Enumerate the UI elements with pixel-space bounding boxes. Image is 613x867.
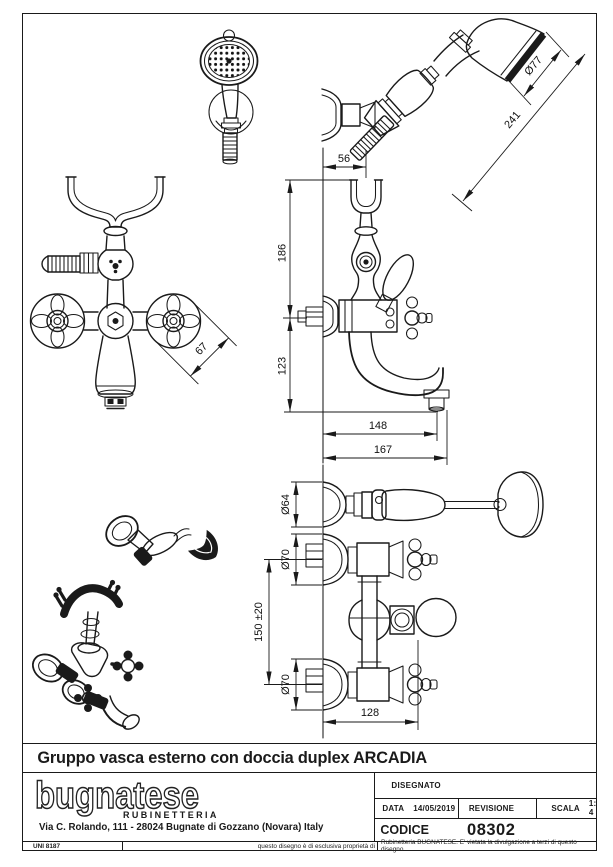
disclaimer-right: Rubinetteria BUGNATESE. E' vietata la di… xyxy=(381,839,577,854)
standard-reference: UNI 8187 xyxy=(23,841,123,851)
dimension-label: 241 xyxy=(502,109,523,131)
brand-cell: bugnatese RUBINETTERIA Via C. Rolando, 1… xyxy=(23,772,376,842)
drawing-title-bar: Gruppo vasca esterno con doccia duplex A… xyxy=(23,743,596,771)
dimension-label: 56 xyxy=(338,153,350,165)
drawing-sheet-frame: Ø77 241 xyxy=(22,13,597,854)
scala-value: 1: 4 xyxy=(588,799,597,818)
fine-print-strip: UNI 8187 questo disegno è di esclusiva p… xyxy=(23,839,596,854)
dimension-label: 186 xyxy=(277,244,289,262)
mixer-side-view: 56 186 123 148 167 xyxy=(277,147,450,465)
revisione-label: REVISIONE xyxy=(468,803,515,813)
disclaimer-left: questo disegno è di esclusiva proprietà … xyxy=(123,841,378,851)
cross-handle-left xyxy=(29,293,86,349)
cross-handle-perspective xyxy=(112,650,144,682)
data-cell: DATA 14/05/2019 xyxy=(375,798,459,818)
brand-logo-text: bugnatese xyxy=(35,775,199,817)
codice-label: CODICE xyxy=(380,823,430,838)
title-block-table: DISEGNATO DATA 14/05/2019 REVISIONE SCAL… xyxy=(375,773,597,842)
dimension-label: 128 xyxy=(361,707,379,719)
drawing-area: Ø77 241 xyxy=(23,14,596,743)
brand-logo-subtext: RUBINETTERIA xyxy=(123,809,219,820)
disegnato-row: DISEGNATO xyxy=(375,773,597,799)
handshower-on-holder-front-view xyxy=(199,29,259,165)
codice-value: 08302 xyxy=(467,820,516,839)
dimension-label: 167 xyxy=(374,444,392,456)
data-revisione-scala-row: DATA 14/05/2019 REVISIONE SCALA 1: 4 xyxy=(375,798,597,819)
cross-handle-right xyxy=(145,293,202,349)
handshower-side-view: Ø77 241 xyxy=(321,18,586,212)
dimension-label: 123 xyxy=(277,357,289,375)
data-value: 14/05/2019 xyxy=(413,803,456,813)
codice-row: CODICE 08302 xyxy=(375,819,596,842)
mixer-plan-view: Ø64 Ø70 Ø70 150 ±20 128 xyxy=(253,464,544,739)
brand-logo: bugnatese xyxy=(34,774,200,818)
dimension-label: 67 xyxy=(193,341,210,358)
mixer-front-view: 67 xyxy=(29,176,237,410)
dimension-label: 148 xyxy=(369,420,387,432)
technical-drawing-canvas: Ø77 241 xyxy=(29,18,586,739)
revisione-cell: REVISIONE xyxy=(459,798,538,818)
disegnato-label: DISEGNATO xyxy=(391,780,441,790)
mixer-perspective-view xyxy=(32,515,218,730)
dimension-label: Ø64 xyxy=(280,494,292,515)
scala-label: SCALA xyxy=(551,803,580,813)
drawing-title: Gruppo vasca esterno con doccia duplex A… xyxy=(37,747,427,767)
title-block: bugnatese RUBINETTERIA Via C. Rolando, 1… xyxy=(23,771,597,842)
scala-cell: SCALA 1: 4 xyxy=(537,799,596,818)
dimension-label: 150 ±20 xyxy=(253,602,265,642)
brand-address: Via C. Rolando, 111 - 28024 Bugnate di G… xyxy=(39,821,324,833)
data-label: DATA xyxy=(382,803,405,813)
